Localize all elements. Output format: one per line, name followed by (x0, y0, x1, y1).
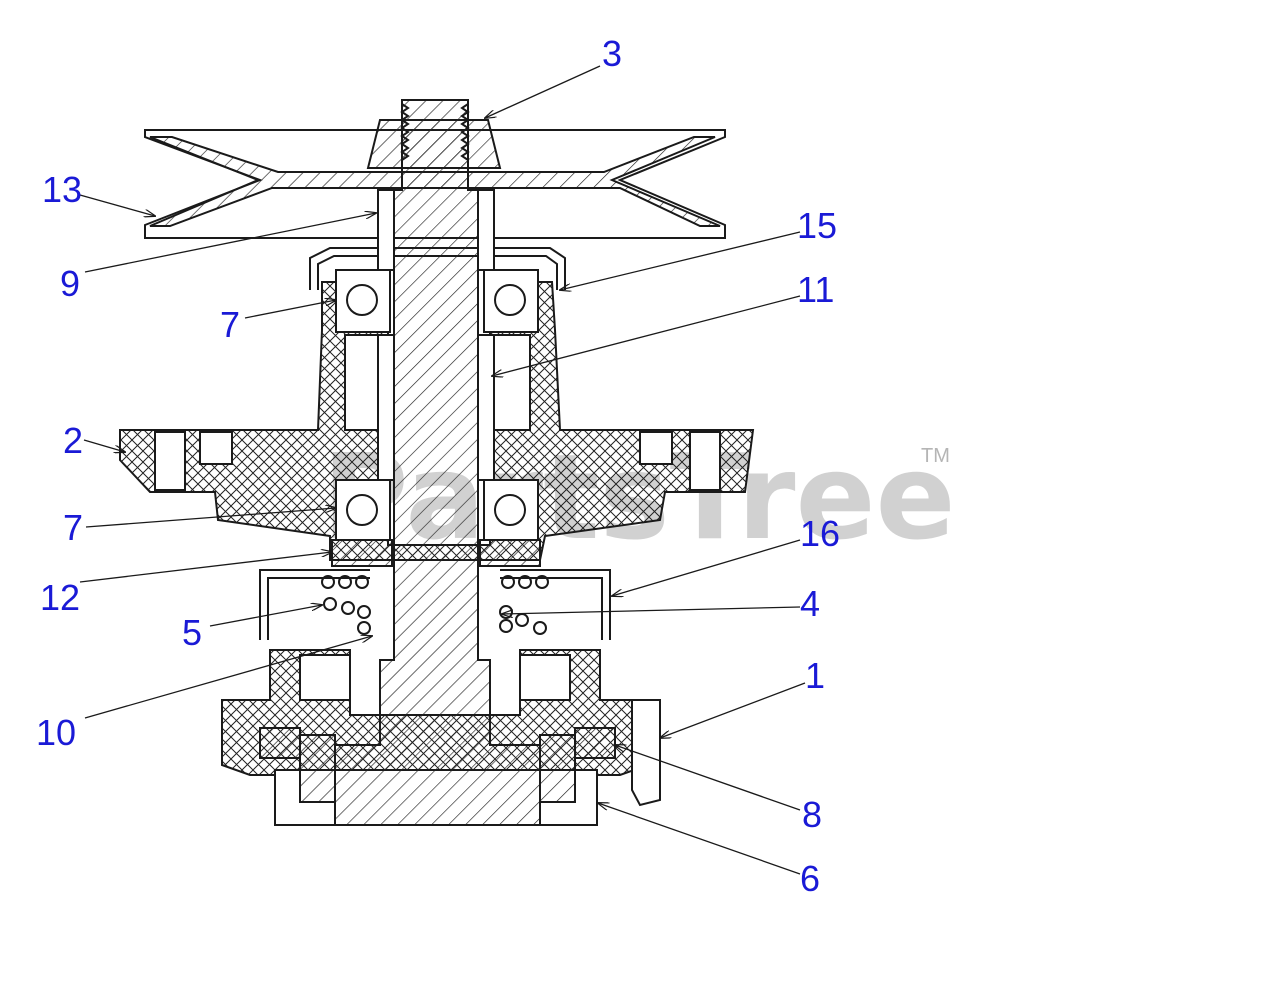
leader-3 (485, 65, 601, 118)
leader-7a (244, 300, 336, 319)
callout-13: 13 (42, 169, 82, 210)
leader-8 (615, 745, 801, 811)
callout-15: 15 (797, 205, 837, 246)
leader-16 (612, 539, 801, 596)
leader-9 (84, 213, 376, 273)
leader-5 (209, 605, 322, 627)
leader-2 (83, 439, 125, 452)
callout-12: 12 (40, 577, 80, 618)
leader-12 (79, 552, 332, 583)
leader-11 (492, 295, 801, 376)
leader-4 (502, 606, 801, 614)
spacers (331, 189, 541, 567)
callout-1: 1 (805, 655, 825, 696)
leader-7b (85, 508, 336, 528)
leader-lines (79, 65, 806, 875)
callout-4: 4 (800, 583, 820, 624)
leader-13 (79, 194, 155, 216)
callout-7b: 7 (63, 507, 83, 548)
leader-6 (598, 803, 801, 875)
callout-10: 10 (36, 712, 76, 753)
spindle-shaft (334, 99, 541, 826)
leader-10 (84, 636, 372, 719)
callout-8: 8 (802, 794, 822, 835)
callout-6: 6 (800, 858, 820, 899)
callout-5: 5 (182, 612, 202, 653)
callout-11: 11 (797, 269, 834, 310)
callout-16: 16 (800, 513, 840, 554)
callout-3: 3 (602, 33, 622, 74)
callout-7a: 7 (220, 304, 240, 345)
callout-labels: 3 13 9 15 11 7 2 7 16 12 4 5 1 10 8 6 (36, 33, 840, 899)
spindle-housing (119, 281, 755, 561)
bearings (335, 269, 539, 541)
callout-2: 2 (63, 420, 83, 461)
leader-1 (660, 682, 806, 738)
spring-cup (259, 569, 611, 640)
leader-15 (560, 231, 801, 290)
watermark-trademark: TM (921, 445, 950, 467)
callout-9: 9 (60, 263, 80, 304)
